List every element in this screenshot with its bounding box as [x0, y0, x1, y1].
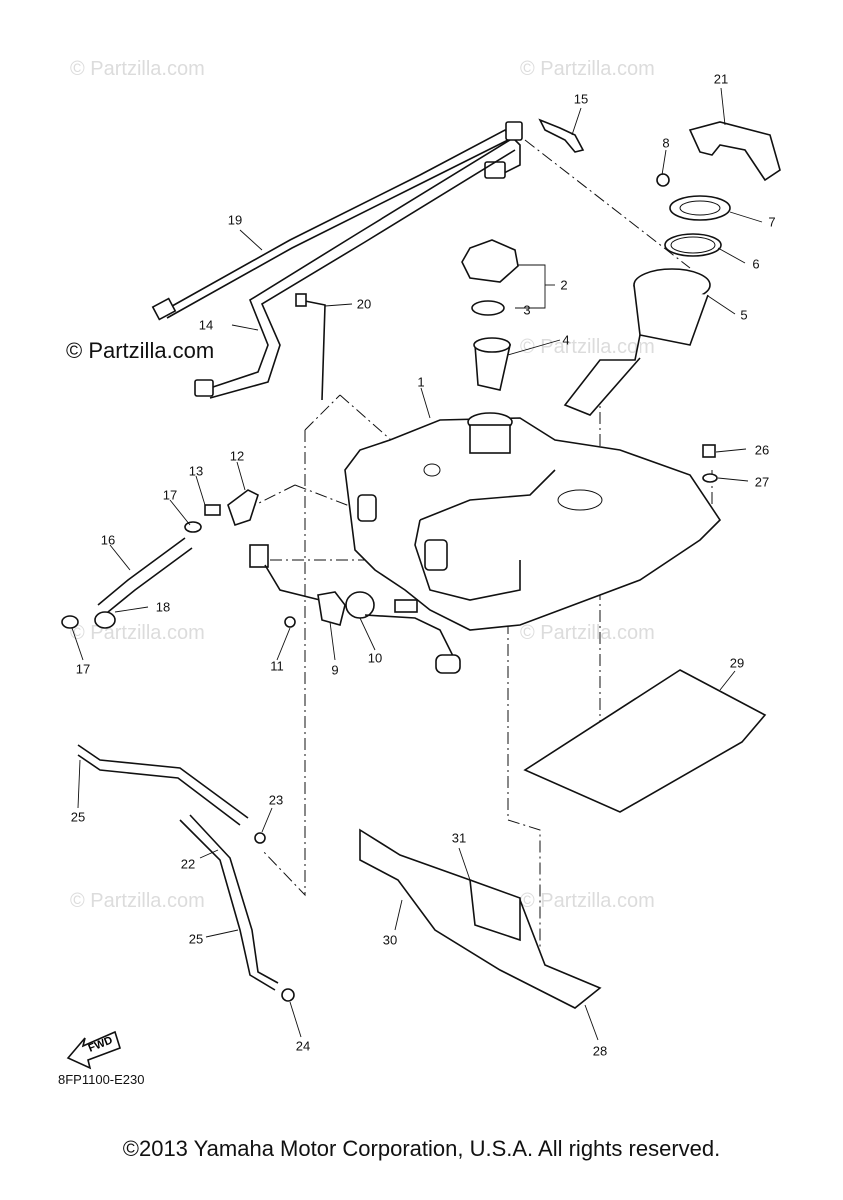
callout-25-lower[interactable]: 25 [188, 931, 204, 947]
watermark: © Partzilla.com [70, 58, 205, 80]
callout-17-upper[interactable]: 17 [162, 487, 178, 503]
callout-19[interactable]: 19 [227, 212, 243, 228]
copyright-notice: ©2013 Yamaha Motor Corporation, U.S.A. A… [122, 1136, 721, 1161]
cable-band [299, 299, 326, 401]
fuel-pump-assembly [563, 121, 781, 416]
heat-insulator [469, 878, 521, 942]
callout-29[interactable]: 29 [729, 655, 745, 671]
fuel-tank [344, 412, 722, 631]
diagram-code: 8FP1100-E230 [58, 1072, 145, 1087]
callout-9[interactable]: 9 [331, 662, 339, 678]
callout-23[interactable]: 23 [268, 792, 284, 808]
fuel-cock [61, 489, 259, 629]
callout-15[interactable]: 15 [573, 91, 589, 107]
callout-27[interactable]: 27 [754, 474, 770, 490]
callout-20[interactable]: 20 [356, 296, 372, 312]
callout-2[interactable]: 2 [560, 277, 568, 293]
callout-24[interactable]: 24 [295, 1038, 311, 1054]
watermark: © Partzilla.com [520, 622, 655, 644]
callout-7[interactable]: 7 [768, 214, 776, 230]
heat-protector [523, 669, 767, 813]
callout-14[interactable]: 14 [198, 317, 214, 333]
watermark: © Partzilla.com [70, 890, 205, 912]
callout-5[interactable]: 5 [740, 307, 748, 323]
callout-11[interactable]: 11 [270, 658, 284, 674]
watermark-primary: © Partzilla.com [66, 338, 215, 363]
callout-26[interactable]: 26 [754, 442, 770, 458]
nut [702, 444, 716, 458]
breather-hose [194, 139, 516, 399]
callout-1[interactable]: 1 [417, 374, 425, 390]
callout-16[interactable]: 16 [100, 532, 116, 548]
callout-25-upper[interactable]: 25 [70, 809, 86, 825]
callout-18[interactable]: 18 [155, 599, 171, 615]
callout-17-lower[interactable]: 17 [75, 661, 91, 677]
callout-4[interactable]: 4 [562, 332, 570, 348]
watermark: © Partzilla.com [520, 890, 655, 912]
callout-30[interactable]: 30 [382, 932, 398, 948]
fuel-cap-assembly [461, 239, 519, 391]
callout-28[interactable]: 28 [592, 1043, 608, 1059]
leader-lines [71, 87, 763, 1041]
callout-10[interactable]: 10 [367, 650, 383, 666]
callout-13[interactable]: 13 [188, 463, 204, 479]
wire-harness [151, 121, 523, 321]
washer [702, 473, 718, 483]
callout-21[interactable]: 21 [713, 71, 729, 87]
callout-12[interactable]: 12 [229, 448, 245, 464]
watermark: © Partzilla.com [520, 58, 655, 80]
callout-3[interactable]: 3 [523, 302, 531, 318]
forward-arrow: FWD [66, 1030, 121, 1070]
callout-31[interactable]: 31 [451, 830, 467, 846]
fuel-level-sender [249, 544, 461, 674]
callout-22[interactable]: 22 [180, 856, 196, 872]
vent-hose [77, 744, 295, 1002]
callout-6[interactable]: 6 [752, 256, 760, 272]
callout-8[interactable]: 8 [662, 135, 670, 151]
bracket [538, 118, 585, 153]
